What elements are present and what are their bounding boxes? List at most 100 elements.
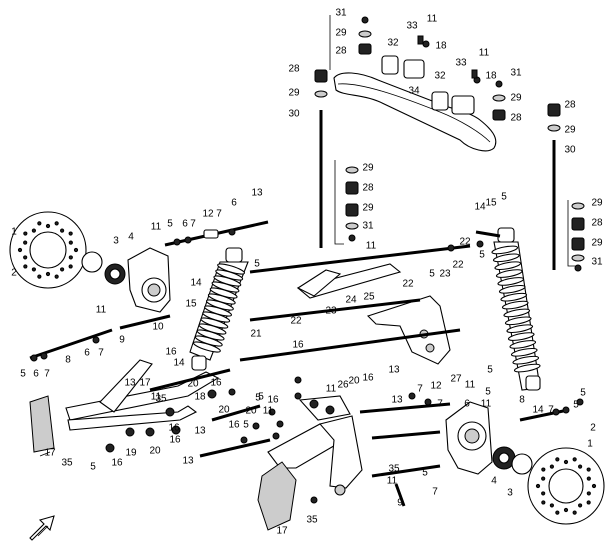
part-number-label: 2: [11, 268, 17, 279]
part-number-label: 22: [290, 316, 302, 327]
part-number-label: 7: [437, 399, 443, 410]
part-number-label: 3: [113, 236, 119, 247]
part-number-label: 16: [165, 347, 177, 358]
part-number-label: 7: [548, 405, 554, 416]
part-number-label: 1: [587, 439, 593, 450]
disc-vent-hole: [68, 255, 73, 260]
part-number-label: 28: [510, 113, 522, 124]
part-number-label: 20: [245, 406, 257, 417]
right-hub-knuckle: [445, 398, 584, 475]
part-number-label: 23: [325, 306, 337, 317]
stabilizer-bar: [333, 35, 497, 152]
part-number-label: 29: [591, 238, 603, 249]
disc-vent-hole: [23, 255, 28, 260]
part-number-label: 21: [250, 329, 262, 340]
part-number-label: 20: [348, 376, 360, 387]
part-number-label: 17: [276, 526, 288, 537]
part-number-label: 11: [326, 384, 337, 395]
disc-vent-hole: [586, 476, 591, 481]
spring-coil: [495, 269, 523, 278]
part-number-label: 12: [202, 209, 214, 220]
spring-coil: [512, 355, 540, 365]
part-number-label: 28: [362, 183, 374, 194]
part-number-label: 11: [427, 14, 438, 25]
part-number-label: 16: [267, 395, 279, 406]
disc-vent-hole: [23, 264, 28, 269]
part-number-label: 35: [155, 394, 167, 405]
disc-vent-hole: [572, 457, 577, 462]
part-number-label: 11: [263, 406, 274, 417]
part-number-label: 4: [128, 232, 134, 243]
part-number-label: 5: [573, 400, 579, 411]
part-number-label: 13: [251, 188, 263, 199]
part-number-label: 7: [98, 348, 104, 359]
upper-shock-bolt-left: [164, 220, 269, 247]
central-trailing-arm: [267, 395, 363, 496]
disc-vent-hole: [555, 457, 560, 462]
part-number-label: 28: [591, 218, 603, 229]
part-number-label: 6: [464, 399, 470, 410]
disc-vent-hole: [541, 476, 546, 481]
part-number-label: 6: [182, 219, 188, 230]
disc-vent-hole: [37, 221, 42, 226]
center-lower-arm: [239, 295, 461, 365]
part-number-label: 7: [216, 209, 222, 220]
disc-vent-hole: [535, 483, 541, 489]
spring-coil: [504, 316, 532, 326]
disc-vent-hole: [549, 503, 554, 508]
part-number-label: 9: [397, 498, 403, 509]
part-number-label: 11: [387, 476, 398, 487]
part-number-label: 13: [388, 365, 400, 376]
part-number-label: 8: [65, 355, 71, 366]
disc-vent-hole: [586, 500, 591, 505]
part-number-label: 32: [434, 71, 446, 82]
front-direction-arrow-icon: [29, 515, 55, 541]
part-number-label: 32: [387, 38, 399, 49]
part-number-label: 5: [580, 388, 586, 399]
part-number-label: 22: [452, 260, 464, 271]
disc-vent-hole: [549, 464, 554, 469]
disc-vent-hole: [45, 271, 51, 277]
part-number-label: 30: [288, 109, 300, 120]
part-number-label: 16: [210, 378, 222, 389]
leader-lines: [329, 15, 576, 267]
part-number-label: 19: [125, 448, 137, 459]
disc-vent-hole: [31, 228, 36, 233]
part-number-label: 29: [362, 163, 374, 174]
part-number-label: 29: [564, 125, 576, 136]
part-number-label: 7: [417, 384, 423, 395]
part-number-label: 11: [151, 222, 162, 233]
part-number-label: 31: [335, 8, 347, 19]
disc-vent-hole: [541, 491, 546, 496]
part-number-label: 10: [152, 322, 164, 333]
disc-vent-hole: [60, 228, 65, 233]
disc-vent-hole: [73, 247, 79, 253]
part-number-label: 29: [510, 93, 522, 104]
part-number-label: 6: [84, 348, 90, 359]
part-number-label: 24: [345, 295, 357, 306]
left-skid-plate: [29, 395, 55, 457]
part-number-label: 29: [362, 203, 374, 214]
part-number-label: 9: [119, 335, 125, 346]
part-number-label: 25: [363, 292, 375, 303]
disc-vent-hole: [563, 507, 569, 513]
part-number-label: 18: [194, 392, 206, 403]
spring-coil: [513, 363, 541, 373]
disc-vent-hole: [45, 223, 51, 229]
part-number-label: 33: [406, 21, 418, 32]
part-number-label: 2: [590, 423, 596, 434]
disc-vent-hole: [60, 267, 65, 272]
part-number-label: 5: [255, 393, 261, 404]
spring-coil: [498, 284, 526, 294]
bushing-stack-mid: [345, 166, 585, 272]
part-number-label: 16: [111, 458, 123, 469]
part-number-label: 14: [474, 202, 486, 213]
part-number-label: 35: [388, 464, 400, 475]
part-number-label: 8: [519, 395, 525, 406]
part-number-label: 11: [465, 380, 476, 391]
part-number-label: 18: [435, 41, 447, 52]
disc-vent-hole: [586, 491, 591, 496]
spring-coil: [501, 300, 529, 310]
part-number-label: 13: [391, 395, 403, 406]
